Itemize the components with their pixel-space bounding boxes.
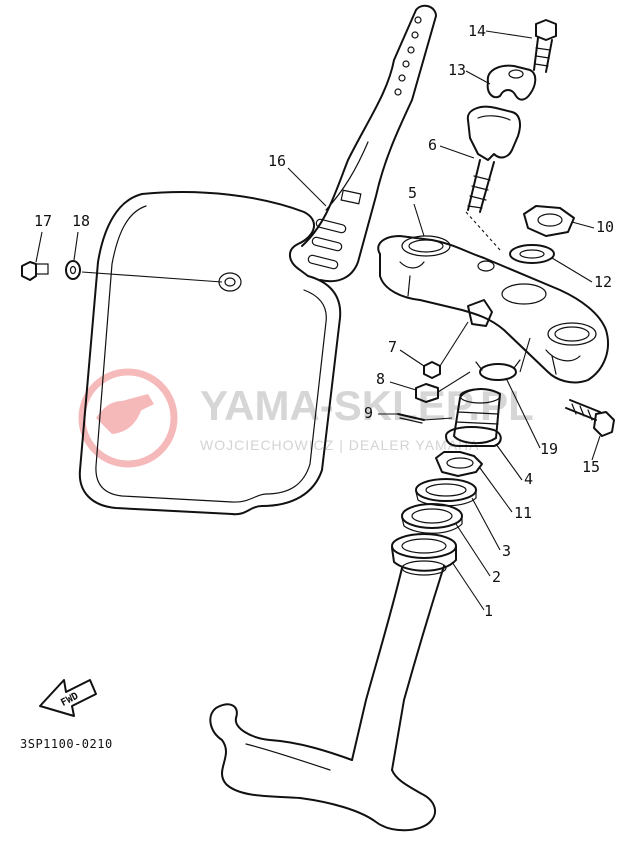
callout-8: 8 <box>376 370 385 388</box>
pin-9-icon <box>397 413 425 424</box>
forward-direction-label: FWD <box>59 691 80 709</box>
upper-bracket-5-icon <box>377 235 609 384</box>
callout-9: 9 <box>364 404 373 422</box>
bearing-1-icon <box>391 533 457 572</box>
nut-7-icon <box>423 361 441 379</box>
callout-19: 19 <box>540 440 558 458</box>
callout-18: 18 <box>72 212 90 230</box>
bearing-2-icon <box>401 503 463 534</box>
callout-11: 11 <box>514 504 532 522</box>
callout-4: 4 <box>524 470 533 488</box>
callout-5: 5 <box>408 184 417 202</box>
callout-1: 1 <box>484 602 493 620</box>
callout-10: 10 <box>596 218 614 236</box>
watermark-subtitle: WOJCIECHOWICZ | DEALER YAMAHA <box>200 437 479 453</box>
ring-nut-11-icon <box>435 451 483 477</box>
nut-8-icon <box>415 383 439 403</box>
handlebar-holder-6-icon <box>466 105 521 213</box>
forward-direction-arrow-icon: FWD <box>39 679 97 717</box>
bolt-14-icon <box>533 19 557 73</box>
assembly-lines <box>423 211 531 421</box>
callout-14: 14 <box>468 22 486 40</box>
callouts: 14 13 6 16 5 17 18 10 12 7 8 9 19 15 4 1… <box>34 22 614 620</box>
handlebar-clamp-13-icon <box>486 64 537 101</box>
number-plate <box>78 4 437 516</box>
callout-17: 17 <box>34 212 52 230</box>
watermark-logo <box>78 368 178 468</box>
callout-13: 13 <box>448 61 466 79</box>
steering-stem-icon <box>209 560 447 832</box>
bolt-17-icon <box>21 261 49 281</box>
callout-15: 15 <box>582 458 600 476</box>
callout-2: 2 <box>492 568 501 586</box>
lock-washer-19-icon <box>475 359 521 381</box>
bearing-race-3-icon <box>415 478 477 507</box>
callout-6: 6 <box>428 136 437 154</box>
callout-12: 12 <box>594 273 612 291</box>
ring-nut-4-icon <box>445 388 502 447</box>
washer-18-icon <box>65 260 81 280</box>
callout-3: 3 <box>502 542 511 560</box>
bolt-15-icon <box>565 399 615 437</box>
callout-16: 16 <box>268 152 286 170</box>
washer-12-icon <box>509 244 555 264</box>
nut-10-icon <box>523 205 575 237</box>
callout-7: 7 <box>388 338 397 356</box>
watermark: YAMA-SKLEP.PL WOJCIECHOWICZ | DEALER YAM… <box>78 368 534 468</box>
figure-code: 3SP1100-0210 <box>20 737 113 751</box>
